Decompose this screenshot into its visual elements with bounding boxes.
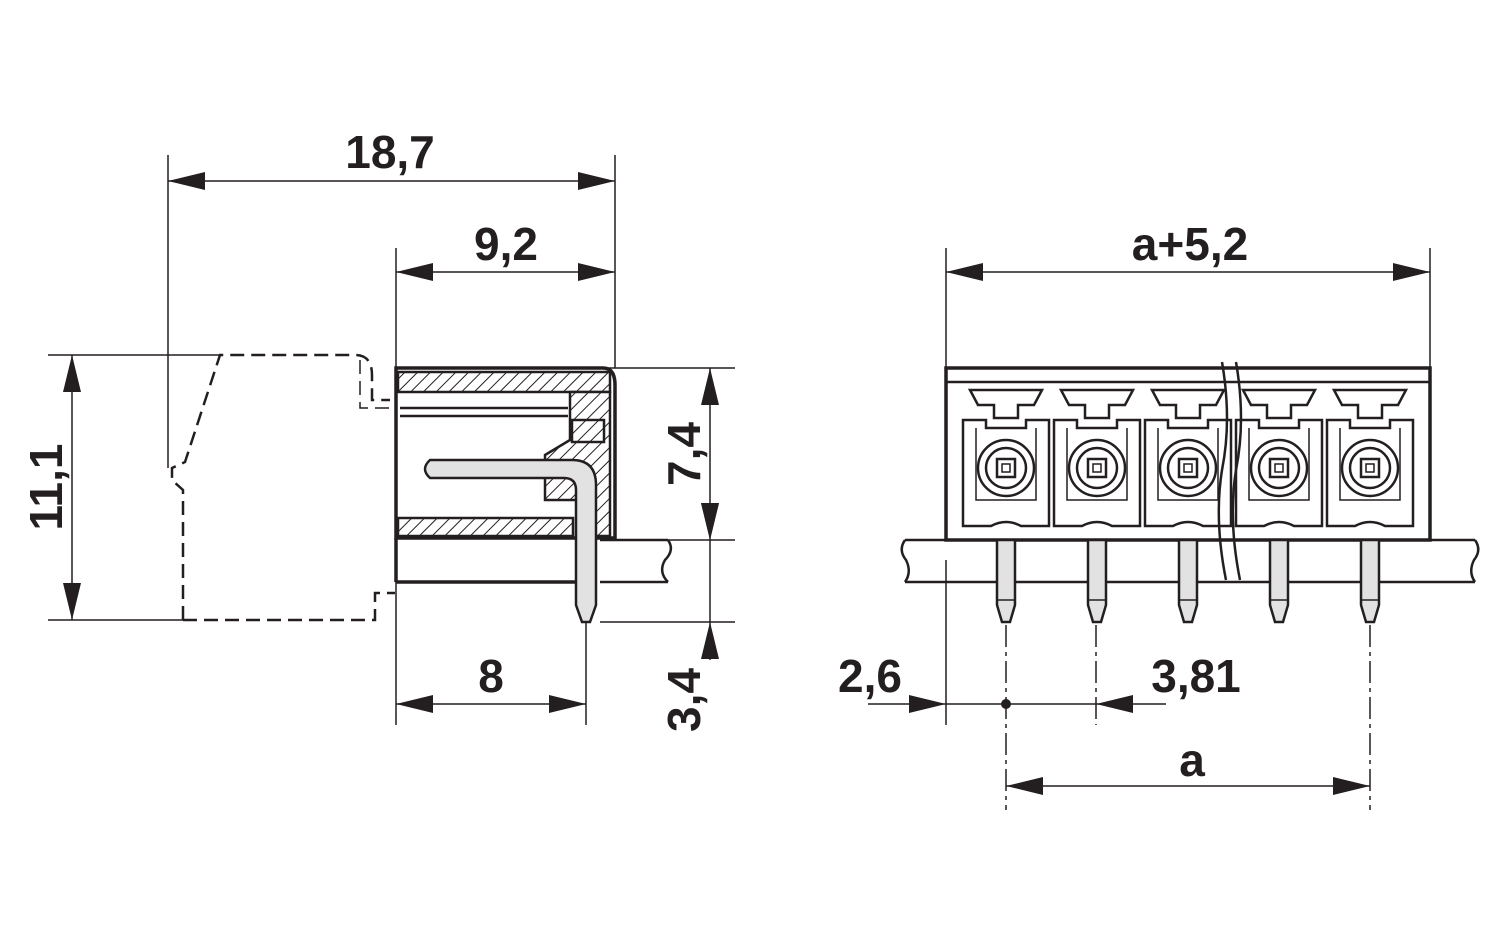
dim-total-height-label: 11,1: [20, 444, 72, 531]
dim-overall-length-label: 18,7: [345, 126, 435, 178]
terminal-position: [1143, 388, 1233, 528]
dim-pin-offset: 8: [396, 650, 586, 713]
front-pin: [1086, 538, 1108, 624]
side-pin: [423, 458, 598, 624]
side-view: 18,7 9,2 11,1 7,4 3,4: [20, 126, 735, 732]
break-line: [1217, 361, 1229, 581]
housing-notch: [570, 418, 606, 444]
dim-overall-length: 18,7: [168, 126, 615, 190]
dim-pitch-row: 2,6 3,81: [838, 650, 1241, 713]
mating-plug-outline: [170, 353, 390, 620]
front-pin: [1359, 538, 1381, 624]
dim-pitch-label: 3,81: [1151, 650, 1241, 702]
mating-plug-lower-outline: [183, 591, 395, 622]
screw-icon: [976, 438, 1036, 498]
mating-plug-inner-outline: [359, 360, 394, 409]
front-pins: [995, 538, 1381, 624]
dim-body-height-label: 7,4: [658, 422, 710, 486]
screw-icon: [1340, 438, 1400, 498]
dim-front-width: a+5,2: [946, 218, 1430, 281]
front-pin: [1268, 538, 1290, 624]
dim-body-length: 9,2: [396, 218, 615, 281]
terminal-position: [1234, 388, 1324, 528]
screw-icon: [1249, 438, 1309, 498]
dim-pitch-span-label: a: [1179, 734, 1205, 786]
terminal-positions: [961, 388, 1415, 528]
dim-total-height: 11,1: [20, 355, 81, 620]
housing-top-wall: [396, 370, 612, 394]
dim-pitch-span: a: [1006, 734, 1370, 795]
screw-icon: [1158, 438, 1218, 498]
dim-pin-length-label: 3,4: [658, 668, 710, 732]
front-pin: [1177, 538, 1199, 624]
front-pin: [995, 538, 1017, 624]
front-view: a+5,2 2,6 3,81 a: [838, 218, 1480, 810]
dim-front-width-label: a+5,2: [1132, 218, 1248, 270]
terminal-position: [1325, 388, 1415, 528]
side-pcb: [600, 538, 673, 584]
terminal-position: [1052, 388, 1142, 528]
terminal-position: [961, 388, 1051, 528]
screw-icon: [1067, 438, 1127, 498]
housing-bottom-wall: [396, 516, 575, 538]
dim-body-length-label: 9,2: [474, 218, 538, 270]
dim-edge-offset-label: 2,6: [838, 650, 902, 702]
dim-pin-length: 3,4: [658, 503, 719, 732]
dim-pin-offset-label: 8: [478, 650, 504, 702]
